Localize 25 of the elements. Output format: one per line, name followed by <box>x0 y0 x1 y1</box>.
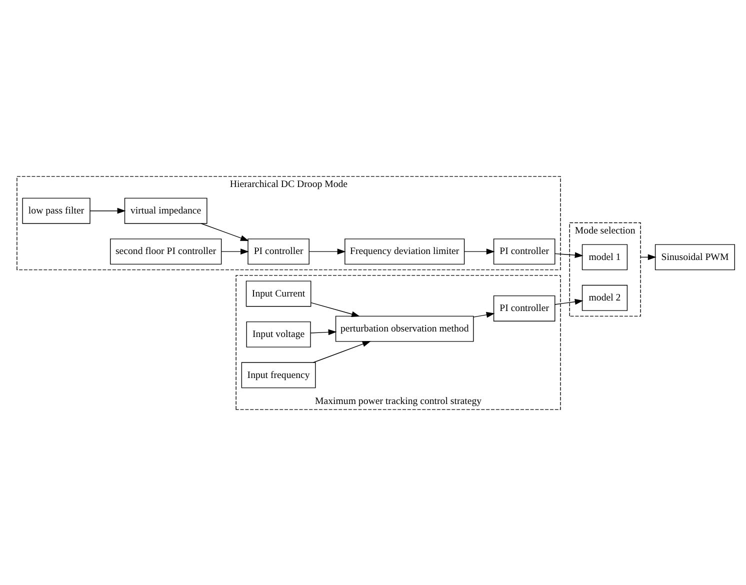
node-box: Sinusoidal PWM <box>654 244 735 270</box>
node-box: low pass filter <box>22 197 90 224</box>
node-box: Input Current <box>246 280 312 306</box>
arrow <box>308 248 346 254</box>
arrow <box>200 222 249 240</box>
arrow <box>312 340 371 362</box>
node-box: Input voltage <box>246 320 311 347</box>
arrow <box>473 311 495 318</box>
arrow <box>464 248 495 254</box>
node-box: virtual impedance <box>124 197 208 224</box>
arrow <box>310 302 360 317</box>
node-box: second floor PI controller <box>110 238 222 264</box>
arrow <box>221 248 249 254</box>
node-box: PI controller <box>493 238 556 264</box>
node-box: model 1 <box>582 244 628 270</box>
arrow <box>554 252 584 258</box>
arrow <box>310 328 337 335</box>
node-box: Frequency deviation limiter <box>344 238 465 264</box>
arrow <box>554 298 584 304</box>
node-box: PI controller <box>493 294 556 321</box>
node-box: perturbation observation method <box>335 315 474 342</box>
node-box: model 2 <box>582 284 628 310</box>
node-box: PI controller <box>248 238 310 264</box>
arrow <box>90 207 126 214</box>
node-box: Input frequency <box>241 362 316 388</box>
